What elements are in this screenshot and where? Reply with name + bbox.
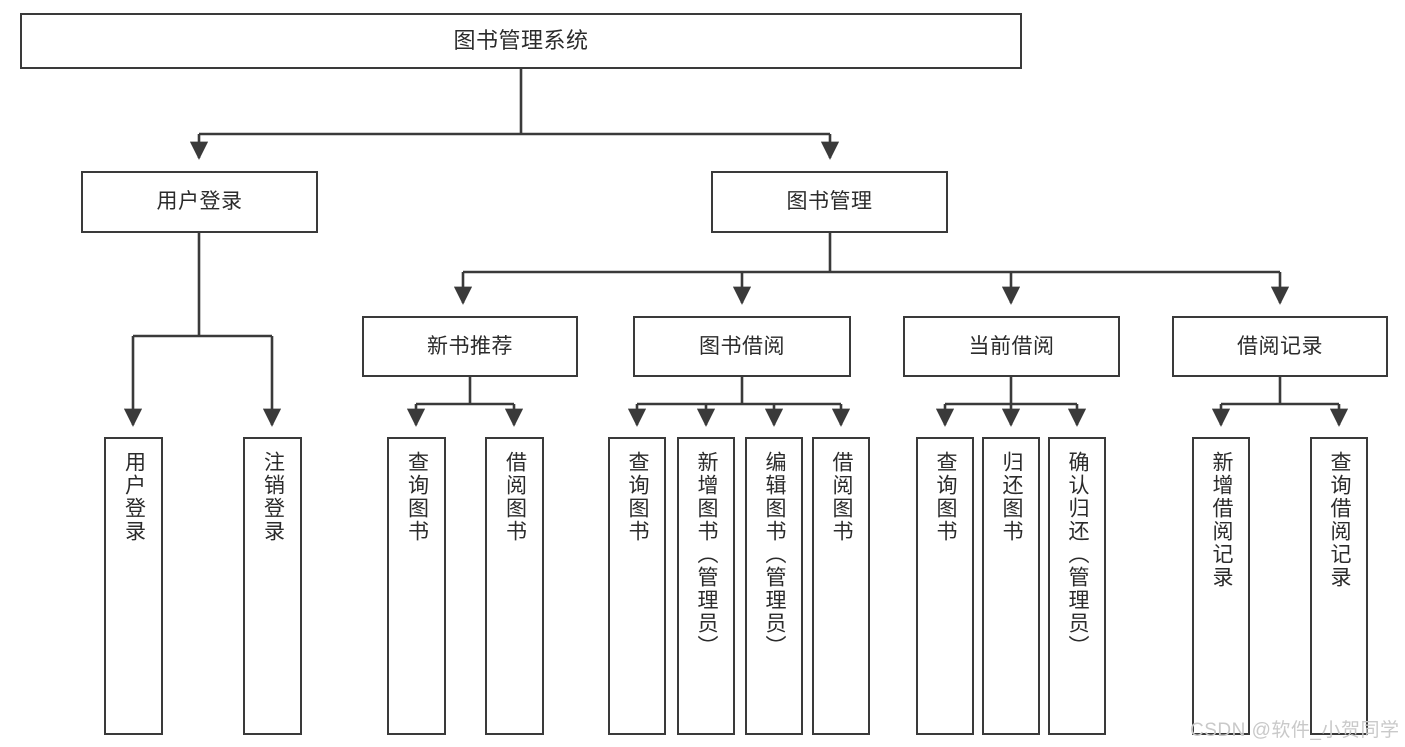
node-label: 图书借阅	[699, 334, 785, 358]
node-leaf-add-book[interactable]: 新增图书（管理员）	[677, 437, 735, 735]
node-leaf-confirm-return[interactable]: 确认归还（管理员）	[1048, 437, 1106, 735]
node-leaf-borrow-book-recommend[interactable]: 借阅图书	[485, 437, 544, 735]
node-label: 用户登录	[122, 451, 146, 543]
node-label: 新增图书（管理员）	[695, 451, 719, 658]
node-label: 注销登录	[261, 451, 285, 543]
node-borrow-record[interactable]: 借阅记录	[1172, 316, 1388, 377]
node-leaf-edit-book[interactable]: 编辑图书（管理员）	[745, 437, 803, 735]
node-current-borrow[interactable]: 当前借阅	[903, 316, 1120, 377]
node-leaf-return-book[interactable]: 归还图书	[982, 437, 1040, 735]
node-leaf-query-book-current[interactable]: 查询图书	[916, 437, 974, 735]
node-user-login[interactable]: 用户登录	[81, 171, 318, 233]
node-leaf-add-borrow-record[interactable]: 新增借阅记录	[1192, 437, 1250, 735]
node-label: 图书管理系统	[453, 27, 589, 53]
node-leaf-query-borrow-record[interactable]: 查询借阅记录	[1310, 437, 1368, 735]
node-leaf-user-login[interactable]: 用户登录	[104, 437, 163, 735]
node-book-manage[interactable]: 图书管理	[711, 171, 948, 233]
node-leaf-borrow-book[interactable]: 借阅图书	[812, 437, 870, 735]
node-leaf-query-book-borrow[interactable]: 查询图书	[608, 437, 666, 735]
node-label: 当前借阅	[968, 334, 1055, 358]
node-label: 借阅记录	[1237, 334, 1323, 358]
node-label: 借阅图书	[830, 451, 854, 543]
node-label: 确认归还（管理员）	[1066, 451, 1090, 658]
node-leaf-query-book-recommend[interactable]: 查询图书	[387, 437, 446, 735]
node-root-book-management-system[interactable]: 图书管理系统	[20, 13, 1022, 69]
node-label: 查询图书	[626, 451, 650, 543]
node-label: 借阅图书	[503, 451, 527, 543]
node-label: 查询图书	[405, 451, 429, 543]
node-label: 查询图书	[934, 451, 958, 543]
node-new-book-recommend[interactable]: 新书推荐	[362, 316, 578, 377]
node-label: 编辑图书（管理员）	[763, 451, 787, 658]
csdn-watermark: CSDN @软件_小贺同学	[1190, 720, 1400, 741]
node-label: 用户登录	[156, 190, 243, 214]
node-label: 查询借阅记录	[1328, 451, 1352, 589]
node-leaf-logout-login[interactable]: 注销登录	[243, 437, 302, 735]
node-book-borrow[interactable]: 图书借阅	[633, 316, 851, 377]
node-label: 新书推荐	[427, 334, 513, 358]
node-label: 图书管理	[786, 190, 873, 214]
node-label: 新增借阅记录	[1210, 451, 1234, 589]
node-label: 归还图书	[1000, 451, 1024, 543]
